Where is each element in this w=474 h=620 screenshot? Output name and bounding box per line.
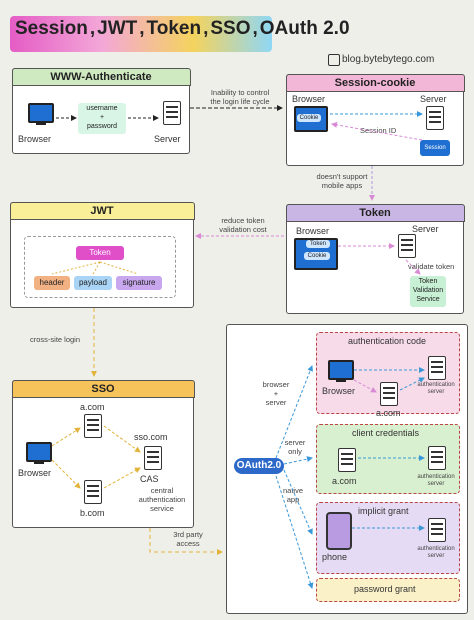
session-server-label: Server bbox=[420, 94, 447, 104]
sso-browser-label: Browser bbox=[18, 468, 52, 478]
password-grant-box bbox=[316, 578, 460, 602]
auth-server-label: authentication server bbox=[417, 546, 455, 559]
jwt-token-chip: Token bbox=[76, 246, 124, 260]
jwt-structure bbox=[24, 236, 176, 298]
jwt-header-chip: header bbox=[34, 276, 70, 290]
www-browser-label: Browser bbox=[18, 134, 52, 144]
session-browser-label: Browser bbox=[292, 94, 326, 104]
server-only-note: server only bbox=[284, 438, 306, 456]
browser-server-note: browser + server bbox=[262, 380, 290, 407]
doesnt-support-note: doesn't support mobile apps bbox=[316, 172, 368, 190]
server-icon bbox=[163, 101, 181, 125]
token-server-label: Server bbox=[412, 224, 439, 234]
browser-icon bbox=[28, 103, 54, 125]
session-id-label: Session ID bbox=[360, 126, 397, 135]
third-party-note: 3rd party access bbox=[173, 530, 203, 548]
sso-acom-label: a.com bbox=[80, 402, 105, 412]
cas-description: central authentication service bbox=[138, 486, 186, 513]
server-icon bbox=[428, 446, 446, 470]
client-creds-label: client credentials bbox=[352, 428, 420, 438]
page-title: Session,JWT,Token,SSO,OAuth 2.0 bbox=[15, 18, 350, 39]
auth-code-label: authentication code bbox=[348, 336, 427, 346]
server-icon bbox=[144, 446, 162, 470]
token-validation-service: Token Validation Service bbox=[410, 276, 446, 307]
jwt-payload-chip: payload bbox=[74, 276, 112, 290]
phone-icon bbox=[326, 512, 352, 550]
blog-icon bbox=[328, 54, 340, 66]
browser-icon bbox=[328, 360, 354, 382]
jwt-title: JWT bbox=[9, 201, 195, 220]
token-chip: Token bbox=[306, 240, 330, 248]
cas-label: CAS bbox=[140, 474, 159, 484]
sso-com-label: sso.com bbox=[134, 432, 168, 442]
server-icon bbox=[380, 382, 398, 406]
oauth-acom-label: a.com bbox=[376, 408, 401, 418]
jwt-signature-chip: signature bbox=[116, 276, 162, 290]
oauth-acom2-label: a.com bbox=[332, 476, 357, 486]
www-server-label: Server bbox=[154, 134, 181, 144]
title-band bbox=[10, 16, 272, 52]
credentials-box: username + password bbox=[78, 103, 126, 134]
blog-link[interactable]: blog.bytebytego.com bbox=[342, 54, 435, 65]
server-icon bbox=[426, 106, 444, 130]
sso-bcom-label: b.com bbox=[80, 508, 105, 518]
server-icon bbox=[84, 414, 102, 438]
oauth-browser-label: Browser bbox=[322, 386, 356, 396]
server-icon bbox=[428, 356, 446, 380]
auth-server-label: authentication server bbox=[417, 382, 455, 395]
www-authenticate-title: WWW-Authenticate bbox=[11, 67, 191, 86]
oauth-center: OAuth2.0 bbox=[234, 458, 284, 474]
token-title: Token bbox=[285, 203, 465, 222]
server-icon bbox=[398, 234, 416, 258]
cookie-chip: Cookie bbox=[297, 114, 321, 122]
validate-token-label: validate token bbox=[408, 262, 455, 271]
browser-icon bbox=[26, 442, 52, 464]
session-cookie-title: Session-cookie bbox=[285, 73, 465, 92]
token-browser-label: Browser bbox=[296, 226, 330, 236]
inability-note: Inability to control the login life cycl… bbox=[210, 88, 270, 106]
server-icon bbox=[428, 518, 446, 542]
server-icon bbox=[84, 480, 102, 504]
cookie-chip: Cookie bbox=[304, 252, 330, 260]
cross-site-note: cross-site login bbox=[30, 335, 81, 344]
password-grant-label: password grant bbox=[354, 584, 416, 594]
auth-server-label: authentication server bbox=[417, 474, 455, 487]
phone-label: phone bbox=[322, 552, 348, 562]
reduce-cost-note: reduce token validation cost bbox=[219, 216, 267, 234]
server-icon bbox=[338, 448, 356, 472]
implicit-grant-label: implicit grant bbox=[358, 506, 409, 516]
session-store: Session bbox=[420, 140, 450, 156]
sso-title: SSO bbox=[11, 379, 195, 398]
